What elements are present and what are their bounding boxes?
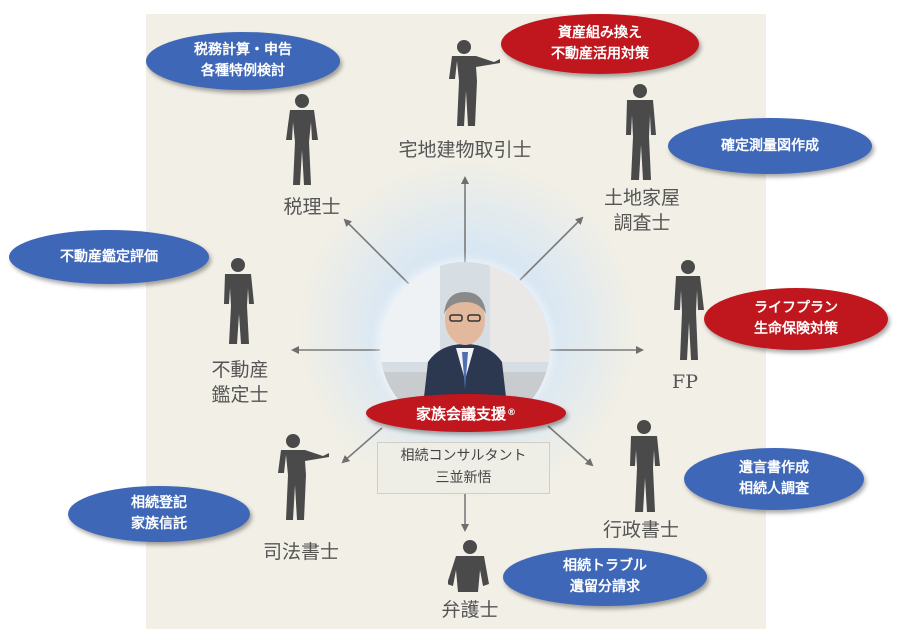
label-zeirishi: 税理士 bbox=[283, 196, 341, 218]
person-figure-shihoshoshi bbox=[278, 434, 329, 520]
arrow-gyoseishoshi bbox=[547, 425, 594, 467]
label-gyoseishoshi: 行政書士 bbox=[602, 519, 679, 541]
center-badge: 家族会議支援® bbox=[366, 394, 566, 432]
bubble-bengoshi: 相続トラブル 遺留分請求 bbox=[503, 548, 707, 606]
arrow-tochikaoku bbox=[519, 216, 584, 281]
consultant-namebox: 相続コンサルタント 三並新悟 bbox=[377, 442, 550, 494]
bubble-kanteishi: 不動産鑑定評価 bbox=[9, 230, 209, 284]
person-figure-kanteishi bbox=[224, 258, 254, 344]
label-shihoshoshi: 司法書士 bbox=[262, 541, 339, 563]
person-figure-gyoseishoshi bbox=[630, 420, 660, 512]
person-figure-tochikaoku bbox=[626, 84, 656, 180]
person-figure-zeirishi bbox=[286, 94, 318, 185]
person-figure-fp bbox=[674, 260, 704, 360]
person-figure-bengoshi bbox=[448, 540, 489, 592]
registered-mark: ® bbox=[507, 408, 516, 418]
label-bengoshi: 弁護士 bbox=[441, 599, 499, 621]
consultant-role: 相続コンサルタント bbox=[400, 448, 527, 464]
label-fp: FP bbox=[672, 371, 698, 393]
bubble-gyoseishoshi: 遺言書作成 相続人調査 bbox=[684, 448, 864, 510]
label-takken: 宅地建物取引士 bbox=[398, 139, 532, 161]
bubble-shihoshoshi: 相続登記 家族信託 bbox=[68, 486, 250, 542]
bubble-tochikaoku: 確定測量図作成 bbox=[668, 118, 872, 174]
bubble-zeirishi: 税務計算・申告 各種特例検討 bbox=[146, 32, 340, 90]
arrow-zeirishi bbox=[343, 218, 411, 286]
person-figure-takken bbox=[449, 40, 500, 126]
label-kanteishi: 不動産 鑑定士 bbox=[211, 359, 269, 406]
bubble-takken: 資産組み換え 不動産活用対策 bbox=[501, 14, 699, 74]
label-tochikaoku: 土地家屋 調査士 bbox=[603, 187, 680, 234]
bubble-fp: ライフプラン 生命保険対策 bbox=[704, 288, 888, 350]
consultant-name: 三並新悟 bbox=[435, 470, 492, 486]
center-badge-text: 家族会議支援 bbox=[415, 404, 506, 423]
arrow-shihoshoshi bbox=[341, 427, 383, 464]
